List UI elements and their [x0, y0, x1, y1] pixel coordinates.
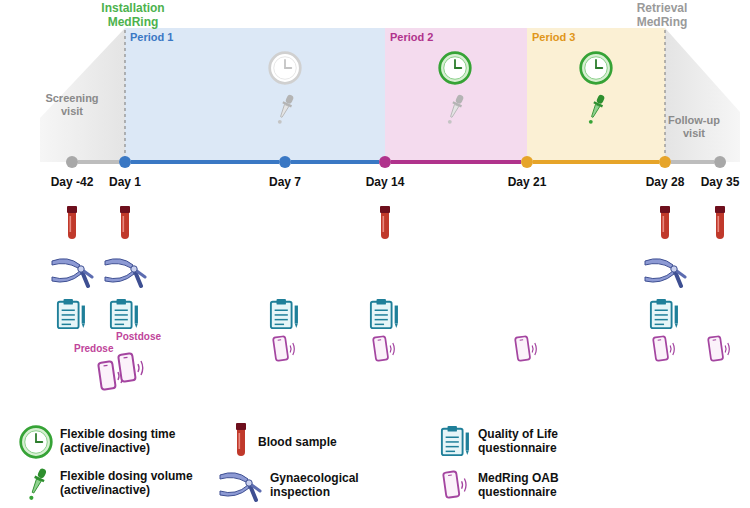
phone-icon [708, 336, 729, 361]
speculum-icon [105, 259, 145, 286]
dose-label: Postdose [116, 331, 166, 343]
timepoint-dot: Day 7 [279, 156, 291, 168]
dose-label: Predose [74, 343, 124, 355]
clipboard-icon [58, 299, 85, 328]
event-label: Retrieval MedRing [624, 2, 700, 30]
period-label: Period 1 [130, 31, 173, 44]
timepoint-dot: Day 28 [659, 156, 671, 168]
legend-text: Blood sample [258, 436, 408, 450]
timepoint-dot: Day 1 [119, 156, 131, 168]
blood-tube-icon [660, 206, 670, 239]
legend-text: Quality of Life questionnaire [478, 428, 590, 456]
speculum-icon [52, 259, 92, 286]
phone-icon [98, 361, 123, 390]
visit-label: Follow-up visit [656, 114, 732, 139]
timepoint-dot: Follow-up visitDay 35 [714, 156, 726, 168]
period-band: Period 3 [527, 28, 665, 162]
speculum-icon [645, 259, 685, 286]
timepoint-dot: Screening visitDay -42 [66, 156, 78, 168]
day-label: Day 35 [690, 176, 750, 190]
legend-dropper-icon [28, 467, 48, 500]
legend-text: Gynaecological inspection [270, 472, 390, 500]
legend-text: Flexible dosing time (active/inactive) [60, 428, 218, 456]
period-band: Period 2 [385, 28, 527, 162]
legend-text: MedRing OAB questionnaire [478, 472, 598, 500]
legend-speculum-icon [220, 473, 260, 500]
event-label: Installation MedRing [95, 2, 171, 30]
phone-icon [273, 336, 294, 361]
legend-phone-icon [443, 471, 466, 498]
day-label: Day 28 [635, 176, 695, 190]
visit-label: Screening visit [37, 92, 107, 117]
phone-icon [118, 353, 143, 382]
day-label: Day 21 [497, 176, 557, 190]
legend-text: Flexible dosing volume (active/inactive) [60, 470, 218, 498]
timepoint-dot: Day 14 [379, 156, 391, 168]
day-label: Day 7 [255, 176, 315, 190]
day-label: Day 14 [355, 176, 415, 190]
clipboard-icon [371, 299, 398, 328]
phone-icon [515, 336, 536, 361]
timeline-segment [78, 160, 119, 164]
day-label: Day -42 [42, 176, 102, 190]
blood-tube-icon [715, 206, 725, 239]
phone-icon [373, 336, 394, 361]
phone-icon [653, 336, 674, 361]
day-label: Day 1 [95, 176, 155, 190]
follow-up-wedge [665, 28, 740, 162]
legend-clock-icon [21, 427, 52, 458]
legend-clipboard-icon [442, 426, 469, 455]
clipboard-icon [271, 299, 298, 328]
blood-tube-icon [380, 206, 390, 239]
clipboard-icon [111, 299, 138, 328]
period-label: Period 3 [532, 31, 575, 44]
timeline-segment [671, 160, 714, 164]
clipboard-icon [651, 299, 678, 328]
period-band: Period 1 [125, 28, 385, 162]
period-label: Period 2 [390, 31, 433, 44]
legend-blood-tube-icon [236, 423, 246, 456]
timepoint-dot: Day 21 [521, 156, 533, 168]
blood-tube-icon [67, 206, 77, 239]
blood-tube-icon [120, 206, 130, 239]
